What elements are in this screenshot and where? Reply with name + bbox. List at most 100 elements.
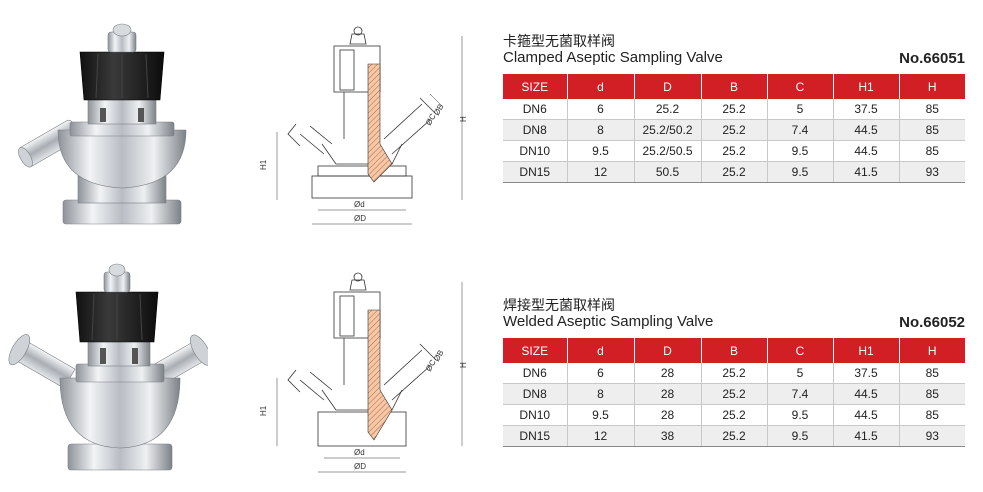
table-cell: 85 [899, 99, 965, 120]
table-row: DN10 9.5 28 25.2 9.5 44.5 85 [503, 404, 965, 426]
table-cell: 85 [899, 404, 965, 426]
table-cell: 5 [767, 363, 834, 384]
table-cell: 25.2 [701, 363, 768, 384]
table-cell: 85 [899, 119, 965, 141]
table-cell: 28 [634, 363, 702, 384]
table-cell: 12 [567, 161, 635, 183]
table-cell: 85 [899, 383, 965, 405]
table-row: DN8 8 28 25.2 7.4 44.5 85 [503, 383, 965, 405]
column-header: d [567, 338, 635, 363]
label-h1: H1 [259, 405, 268, 416]
table-cell: 9.5 [767, 425, 834, 447]
product-title-group: 焊接型无菌取样阀 Welded Aseptic Sampling Valve N… [503, 297, 965, 331]
table-cell: 7.4 [767, 119, 834, 141]
table-cell: 25.2 [701, 425, 768, 447]
table-header-row: SIZE d D B C H1 H [503, 74, 965, 99]
table-cell: 25.2 [701, 404, 768, 426]
table-cell: 6 [567, 99, 635, 120]
table-cell: 25.2 [701, 140, 768, 162]
label-h1: H1 [259, 159, 268, 170]
column-header: B [701, 74, 768, 99]
table-cell: 44.5 [833, 140, 900, 162]
column-header: C [767, 338, 834, 363]
table-cell: DN6 [503, 99, 568, 120]
table-cell: 44.5 [833, 383, 900, 405]
table-cell: 41.5 [833, 161, 900, 183]
table-cell: 6 [567, 363, 635, 384]
table-cell: 85 [899, 140, 965, 162]
table-cell: 9.5 [567, 404, 635, 426]
table-cell: 25.2 [634, 99, 702, 120]
column-header: SIZE [503, 338, 568, 363]
table-cell: DN10 [503, 140, 568, 162]
table-cell: 85 [899, 363, 965, 384]
clamped-valve-photo [18, 23, 187, 225]
table-cell: DN8 [503, 383, 568, 405]
table-cell: 25.2 [701, 99, 768, 120]
table-cell: 7.4 [767, 383, 834, 405]
label-h: H [459, 116, 468, 122]
product-title-group: 卡箍型无菌取样阀 Clamped Aseptic Sampling Valve … [503, 33, 965, 67]
product-title-en: Welded Aseptic Sampling Valve [503, 313, 714, 330]
table-cell: 9.5 [767, 161, 834, 183]
table-cell: 37.5 [833, 363, 900, 384]
table-cell: 5 [767, 99, 834, 120]
table-row: DN15 12 38 25.2 9.5 41.5 93 [503, 425, 965, 447]
product-title-cn: 焊接型无菌取样阀 [503, 297, 615, 313]
column-header: B [701, 338, 768, 363]
column-header: D [634, 74, 702, 99]
label-D: ØD [354, 214, 366, 223]
table-cell: 28 [634, 404, 702, 426]
table-row: DN6 6 25.2 25.2 5 37.5 85 [503, 99, 965, 120]
column-header: H [899, 74, 965, 99]
table-row: DN8 8 25.2/50.2 25.2 7.4 44.5 85 [503, 119, 965, 141]
model-number: No.66051 [899, 50, 965, 67]
table-cell: DN15 [503, 425, 568, 447]
spec-table-welded: SIZE d D B C H1 H DN6 6 28 25.2 5 37.5 8… [503, 338, 965, 447]
product-block-welded: H1 H Ød ØD ØB ØC 焊接型无菌取样阀 Welded Aseptic… [0, 246, 983, 492]
table-cell: 25.2/50.5 [634, 140, 702, 162]
label-d: Ød [354, 448, 365, 457]
table-cell: 38 [634, 425, 702, 447]
model-number: No.66052 [899, 314, 965, 331]
table-row: DN15 12 50.5 25.2 9.5 41.5 93 [503, 161, 965, 183]
product-title-en: Clamped Aseptic Sampling Valve [503, 49, 723, 66]
table-cell: 28 [634, 383, 702, 405]
table-cell: 9.5 [567, 140, 635, 162]
table-cell: DN10 [503, 404, 568, 426]
column-header: H1 [833, 338, 900, 363]
column-header: C [767, 74, 834, 99]
table-cell: 12 [567, 425, 635, 447]
column-header: SIZE [503, 74, 568, 99]
table-cell: DN8 [503, 119, 568, 141]
table-cell: 9.5 [767, 404, 834, 426]
welded-technical-drawing: H1 H Ød ØD ØB ØC [259, 272, 468, 473]
label-D: ØD [354, 462, 366, 471]
table-cell: 37.5 [833, 99, 900, 120]
label-h: H [459, 362, 468, 368]
table-cell: 8 [567, 119, 635, 141]
table-cell: 44.5 [833, 119, 900, 141]
table-cell: 25.2 [701, 383, 768, 405]
column-header: H1 [833, 74, 900, 99]
table-cell: 25.2 [701, 161, 768, 183]
table-cell: 9.5 [767, 140, 834, 162]
table-cell: 25.2/50.2 [634, 119, 702, 141]
clamped-technical-drawing: H1 H Ød ØD ØB ØC [259, 26, 468, 225]
table-row: DN6 6 28 25.2 5 37.5 85 [503, 363, 965, 384]
label-d: Ød [354, 200, 365, 209]
table-cell: 93 [899, 425, 965, 447]
table-cell: DN15 [503, 161, 568, 183]
column-header: D [634, 338, 702, 363]
table-cell: 93 [899, 161, 965, 183]
table-cell: 50.5 [634, 161, 702, 183]
welded-valve-photo [8, 263, 208, 471]
table-cell: 41.5 [833, 425, 900, 447]
table-cell: 8 [567, 383, 635, 405]
table-cell: DN6 [503, 363, 568, 384]
column-header: d [567, 74, 635, 99]
column-header: H [899, 338, 965, 363]
table-header-row: SIZE d D B C H1 H [503, 338, 965, 363]
table-cell: 44.5 [833, 404, 900, 426]
spec-table-clamped: SIZE d D B C H1 H DN6 6 25.2 25.2 5 37.5… [503, 74, 965, 183]
